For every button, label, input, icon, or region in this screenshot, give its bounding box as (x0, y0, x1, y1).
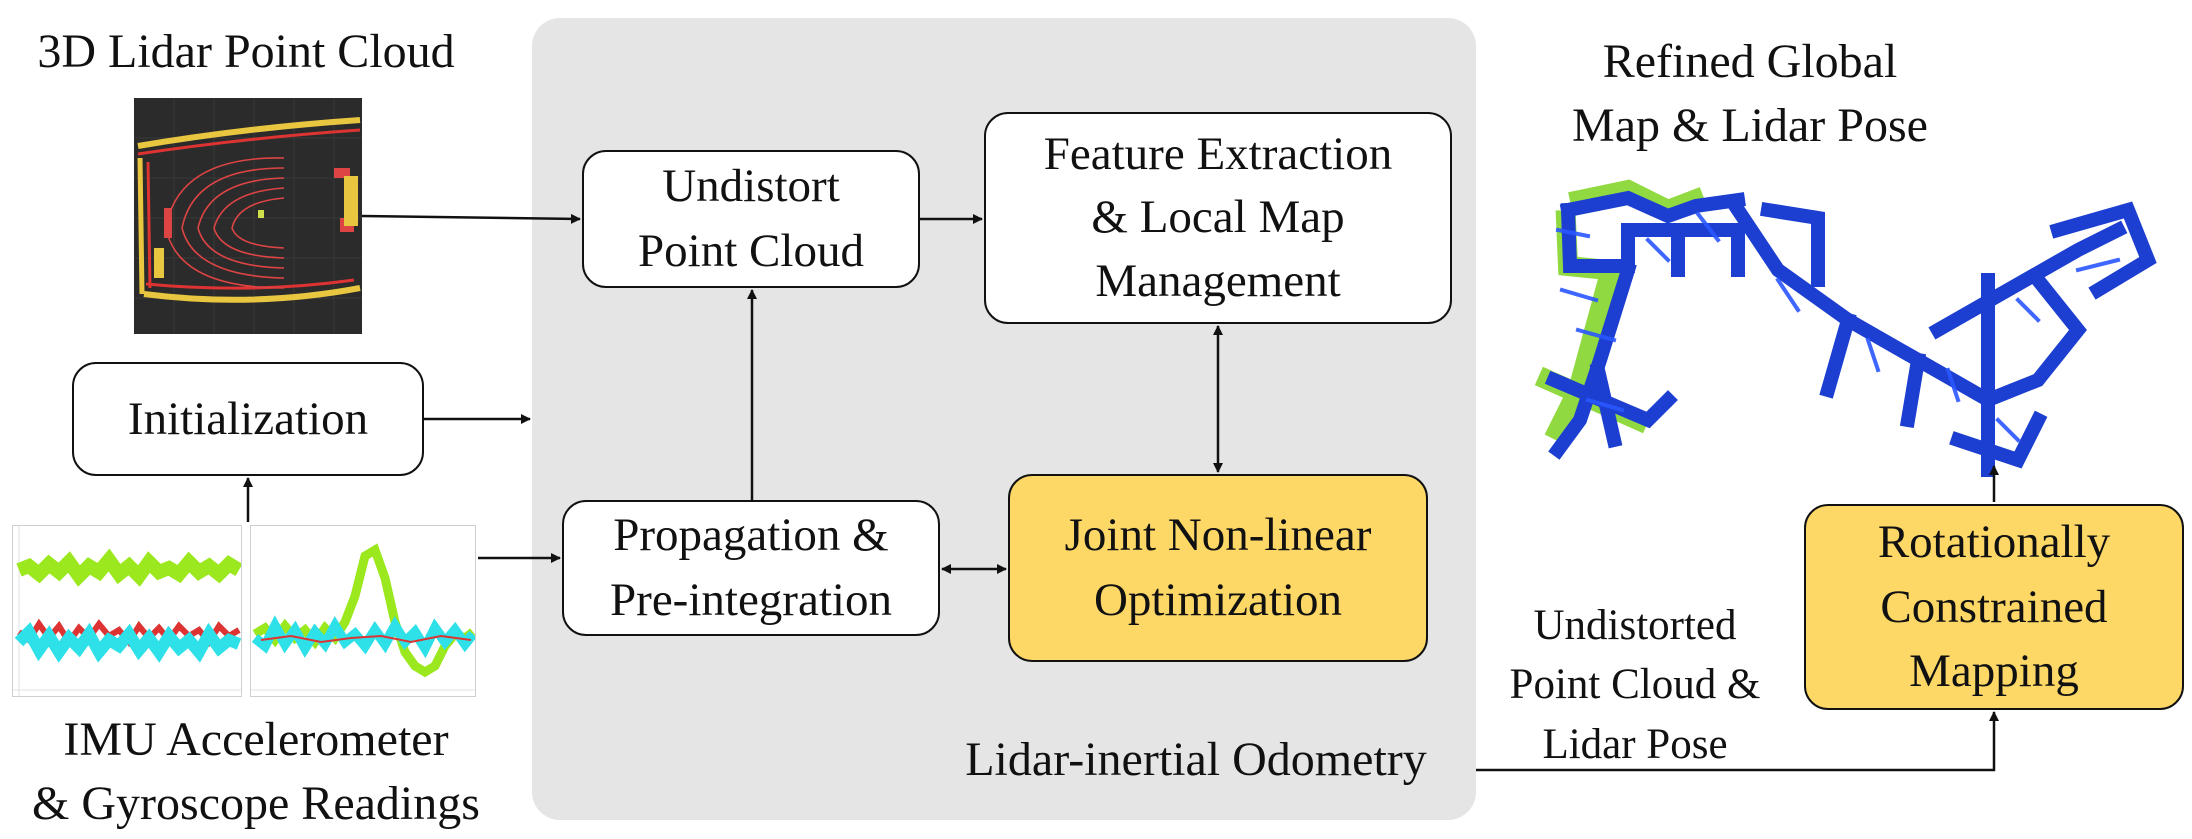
rcm-line2: Constrained (1880, 580, 2108, 633)
joint-line1: Joint Non-linear (1064, 509, 1372, 562)
joint-optimization-box: Joint Non-linear Optimization (1008, 474, 1428, 662)
refined-line2: Map & Lidar Pose (1572, 98, 1928, 152)
point-cloud-title: 3D Lidar Point Cloud (0, 20, 492, 84)
point-cloud-graphic (134, 98, 362, 334)
arrow-lio-to-mapping (1476, 711, 1999, 772)
undistorted-line3: Lidar Pose (1542, 720, 1728, 768)
undistorted-output-label: Undistorted Point Cloud & Lidar Pose (1470, 596, 1800, 774)
undistort-line2: Point Cloud (638, 225, 864, 277)
accelerometer-graphic (13, 526, 241, 696)
initialization-label: Initialization (127, 392, 369, 445)
undistort-line1: Undistort (662, 160, 840, 213)
rotationally-constrained-mapping-box: Rotationally Constrained Mapping (1804, 504, 2184, 710)
lio-label-text: Lidar-inertial Odometry (965, 733, 1427, 786)
lidar-point-cloud-image (134, 98, 362, 334)
feature-line2: & Local Map (1091, 191, 1345, 244)
initialization-box: Initialization (72, 362, 424, 476)
global-map-graphic (1534, 179, 2157, 477)
refined-map-title: Refined Global Map & Lidar Pose (1510, 30, 1990, 158)
gyroscope-plot (250, 525, 476, 697)
feature-line1: Feature Extraction (1043, 127, 1393, 180)
imu-caption: IMU Accelerometer & Gyroscope Readings (0, 708, 512, 836)
rcm-line3: Mapping (1909, 645, 2079, 698)
undistorted-line1: Undistorted (1533, 602, 1737, 649)
rcm-line1: Rotationally (1877, 515, 2111, 568)
propagation-preintegration-box: Propagation & Pre-integration (562, 500, 940, 636)
accelerometer-plot (12, 525, 242, 697)
feature-extraction-box: Feature Extraction & Local Map Managemen… (984, 112, 1452, 324)
propagation-line1: Propagation & (613, 509, 889, 562)
refined-global-map-image (1518, 170, 2158, 480)
point-cloud-title-text: 3D Lidar Point Cloud (37, 25, 455, 78)
joint-line2: Optimization (1093, 574, 1342, 626)
undistort-point-cloud-box: Undistort Point Cloud (582, 150, 920, 288)
imu-caption-line2: & Gyroscope Readings (32, 776, 480, 830)
arrow-pointcloud-to-undistort (361, 213, 581, 224)
propagation-line2: Pre-integration (610, 574, 892, 626)
lio-label: Lidar-inertial Odometry (936, 728, 1456, 792)
gyroscope-graphic (251, 526, 475, 696)
imu-caption-line1: IMU Accelerometer (63, 713, 449, 766)
refined-line1: Refined Global (1602, 35, 1898, 88)
feature-line3: Management (1095, 254, 1341, 307)
undistorted-line2: Point Cloud & (1509, 661, 1761, 709)
